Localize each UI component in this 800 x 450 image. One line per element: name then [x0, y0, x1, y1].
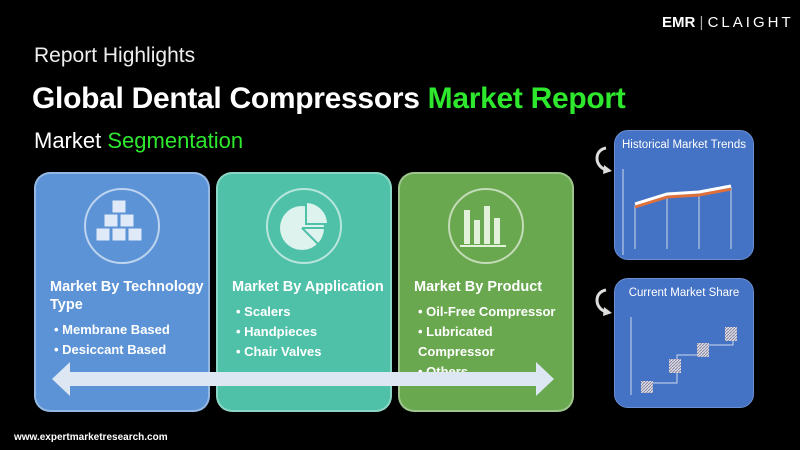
brand-logo: EMR | CLAIGHT	[662, 14, 794, 31]
card-list: ScalersHandpiecesChair Valves	[236, 302, 322, 362]
panel-title: Current Market Share	[628, 287, 740, 299]
list-item: Chair Valves	[236, 342, 321, 362]
list-item: Oil-Free Compressor	[418, 302, 572, 322]
card-title: Market By Technology Type	[50, 279, 204, 313]
logo-emr: EMR	[662, 14, 696, 31]
section-main: Market	[34, 128, 108, 153]
card-list: Membrane BasedDesiccant Based	[54, 320, 170, 360]
page-title: Global Dental Compressors Market Report	[32, 82, 626, 116]
historical-trends-panel: Historical Market Trends	[614, 130, 754, 260]
step-chart	[630, 317, 737, 395]
title-accent: Market Report	[427, 82, 626, 115]
trend-line-chart	[622, 169, 732, 255]
boxes-icon	[84, 188, 160, 264]
report-subtitle: Report Highlights	[34, 44, 196, 67]
section-accent: Segmentation	[107, 128, 244, 153]
double-arrow-icon	[52, 362, 554, 396]
list-item: Scalers	[236, 302, 322, 322]
card-title: Market By Application	[232, 279, 384, 295]
footer-url[interactable]: www.expertmarketresearch.com	[14, 432, 168, 443]
title-main: Global Dental Compressors	[32, 82, 428, 115]
curved-arrow-icon	[595, 146, 612, 174]
logo-claight: CLAIGHT	[707, 14, 794, 31]
bar-chart-icon	[448, 188, 524, 264]
curved-arrow-icon	[595, 288, 612, 316]
list-item: Membrane Based	[54, 320, 170, 340]
market-share-panel: Current Market Share	[614, 278, 754, 408]
list-item: Desiccant Based	[54, 340, 170, 360]
card-title: Market By Product	[414, 279, 543, 295]
list-item: Lubricated Compressor	[418, 322, 572, 362]
pie-chart-icon	[266, 188, 342, 264]
section-title: Market Segmentation	[34, 128, 243, 154]
panel-title: Historical Market Trends	[622, 139, 746, 151]
list-item: Handpieces	[236, 322, 322, 342]
